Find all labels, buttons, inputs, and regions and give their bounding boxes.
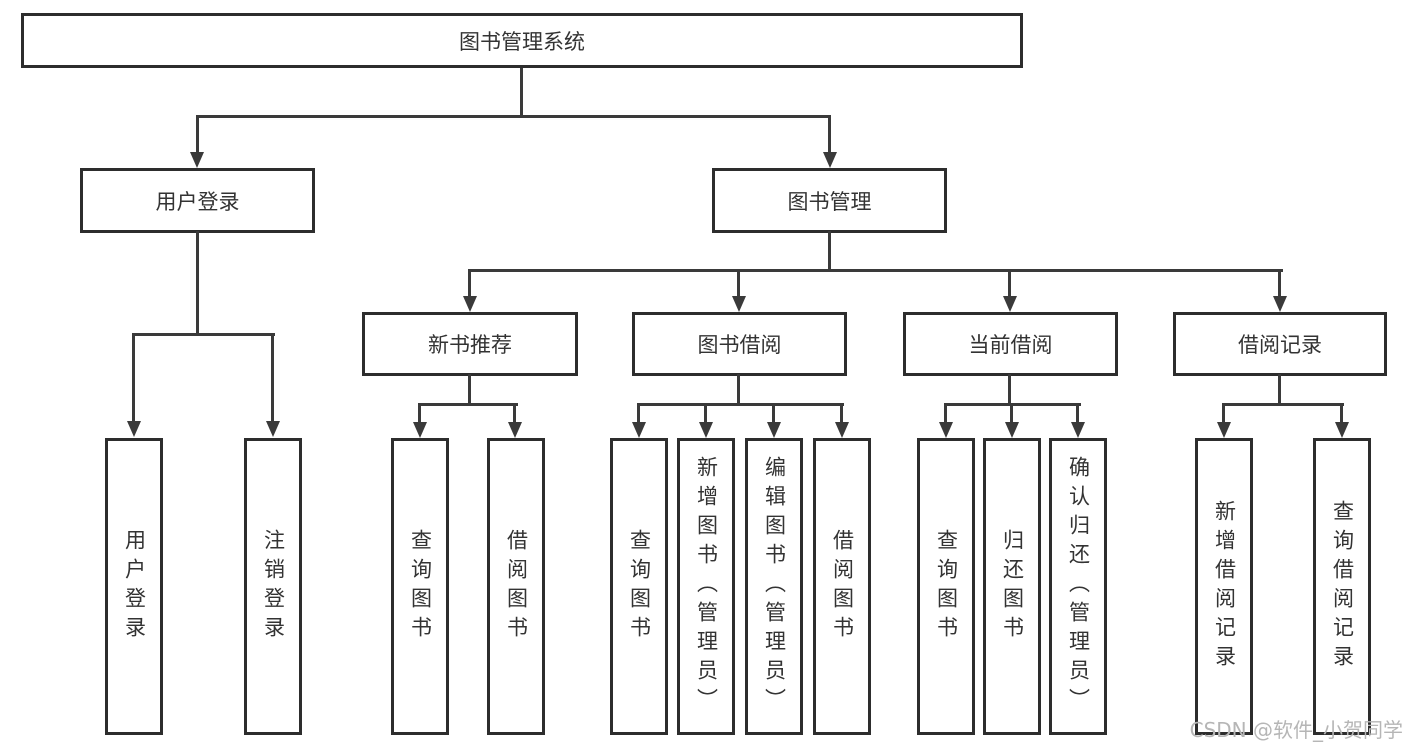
node-new-book-recommendation: 新书推荐 (362, 312, 578, 376)
connector-line (132, 333, 135, 425)
connector-line (828, 231, 831, 272)
node-label: 借阅图书 (830, 528, 855, 645)
connector-line (1010, 403, 1013, 424)
arrow-down-icon (1005, 422, 1019, 438)
node-label: 借阅记录 (1238, 333, 1322, 357)
arrow-down-icon (823, 152, 837, 168)
connector-line (944, 403, 947, 424)
arrow-down-icon (463, 296, 477, 312)
arrow-down-icon (939, 422, 953, 438)
arrow-down-icon (266, 421, 280, 437)
arrow-down-icon (835, 422, 849, 438)
node-label: 图书借阅 (697, 333, 782, 357)
node-book-management: 图书管理 (712, 168, 947, 233)
connector-line (1340, 403, 1343, 424)
connector-line (196, 231, 199, 335)
connector-line (132, 333, 275, 336)
node-user-login: 用户登录 (80, 168, 315, 233)
connector-line (1076, 403, 1079, 424)
leaf-borrow-books-2: 借阅图书 (813, 438, 871, 735)
leaf-borrow-books-1: 借阅图书 (487, 438, 545, 735)
connector-line (468, 374, 471, 406)
node-label: 当前借阅 (968, 333, 1053, 357)
connector-line (1222, 403, 1225, 424)
connector-line (513, 403, 516, 424)
connector-line (828, 115, 831, 155)
watermark: CSDN @软件_小贺同学 (1189, 718, 1403, 742)
connector-line (520, 68, 523, 118)
arrow-down-icon (1335, 422, 1349, 438)
node-label: 编辑图书（管理员） (762, 456, 787, 717)
connector-line (772, 403, 775, 424)
leaf-return-book: 归还图书 (983, 438, 1041, 735)
connector-line (468, 269, 471, 299)
node-label: 新增借阅记录 (1212, 499, 1237, 674)
leaf-query-books-3: 查询图书 (917, 438, 975, 735)
leaf-user-login: 用户登录 (105, 438, 163, 735)
connector-line (1008, 374, 1011, 406)
leaf-add-book-admin: 新增图书（管理员） (677, 438, 735, 735)
connector-line (1008, 269, 1011, 299)
node-library-system: 图书管理系统 (21, 13, 1023, 68)
arrow-down-icon (1217, 422, 1231, 438)
node-book-borrowing: 图书借阅 (632, 312, 847, 376)
leaf-query-books-2: 查询图书 (610, 438, 668, 735)
connector-line (737, 374, 740, 406)
connector-line (1222, 403, 1344, 406)
node-label: 新书推荐 (428, 333, 512, 357)
leaf-confirm-return-admin: 确认归还（管理员） (1049, 438, 1107, 735)
leaf-logout: 注销登录 (244, 438, 302, 735)
leaf-add-borrow-record: 新增借阅记录 (1195, 438, 1253, 735)
arrow-down-icon (732, 296, 746, 312)
arrow-down-icon (508, 422, 522, 438)
node-label: 用户登录 (155, 189, 240, 214)
connector-line (468, 269, 1283, 272)
arrow-down-icon (767, 422, 781, 438)
connector-line (637, 403, 844, 406)
node-borrowing-records: 借阅记录 (1173, 312, 1387, 376)
connector-line (704, 403, 707, 424)
connector-line (737, 269, 740, 299)
arrow-down-icon (699, 422, 713, 438)
connector-line (1278, 374, 1281, 406)
arrow-down-icon (1071, 422, 1085, 438)
connector-line (196, 115, 831, 118)
connector-line (840, 403, 843, 424)
node-label: 归还图书 (1000, 528, 1025, 645)
node-label: 查询图书 (934, 528, 959, 645)
connector-line (1278, 269, 1281, 299)
arrow-down-icon (1273, 296, 1287, 312)
node-label: 图书管理 (787, 189, 872, 214)
leaf-query-borrow-record: 查询借阅记录 (1313, 438, 1371, 735)
connector-line (271, 333, 274, 425)
arrow-down-icon (632, 422, 646, 438)
node-label: 借阅图书 (504, 528, 529, 645)
arrow-down-icon (413, 422, 427, 438)
node-label: 注销登录 (261, 528, 286, 645)
node-label: 确认归还（管理员） (1066, 456, 1091, 717)
leaf-query-books-1: 查询图书 (391, 438, 449, 735)
connector-line (196, 115, 199, 155)
connector-line (418, 403, 518, 406)
node-label: 查询借阅记录 (1330, 499, 1355, 674)
node-label: 用户登录 (122, 528, 147, 645)
arrow-down-icon (127, 421, 141, 437)
leaf-edit-book-admin: 编辑图书（管理员） (745, 438, 803, 735)
arrow-down-icon (1003, 296, 1017, 312)
arrow-down-icon (190, 152, 204, 168)
node-label: 查询图书 (627, 528, 652, 645)
connector-line (637, 403, 640, 424)
connector-line (418, 403, 421, 424)
node-label: 查询图书 (408, 528, 433, 645)
node-label: 图书管理系统 (459, 29, 585, 54)
node-label: 新增图书（管理员） (694, 456, 719, 717)
node-current-borrowing: 当前借阅 (903, 312, 1118, 376)
